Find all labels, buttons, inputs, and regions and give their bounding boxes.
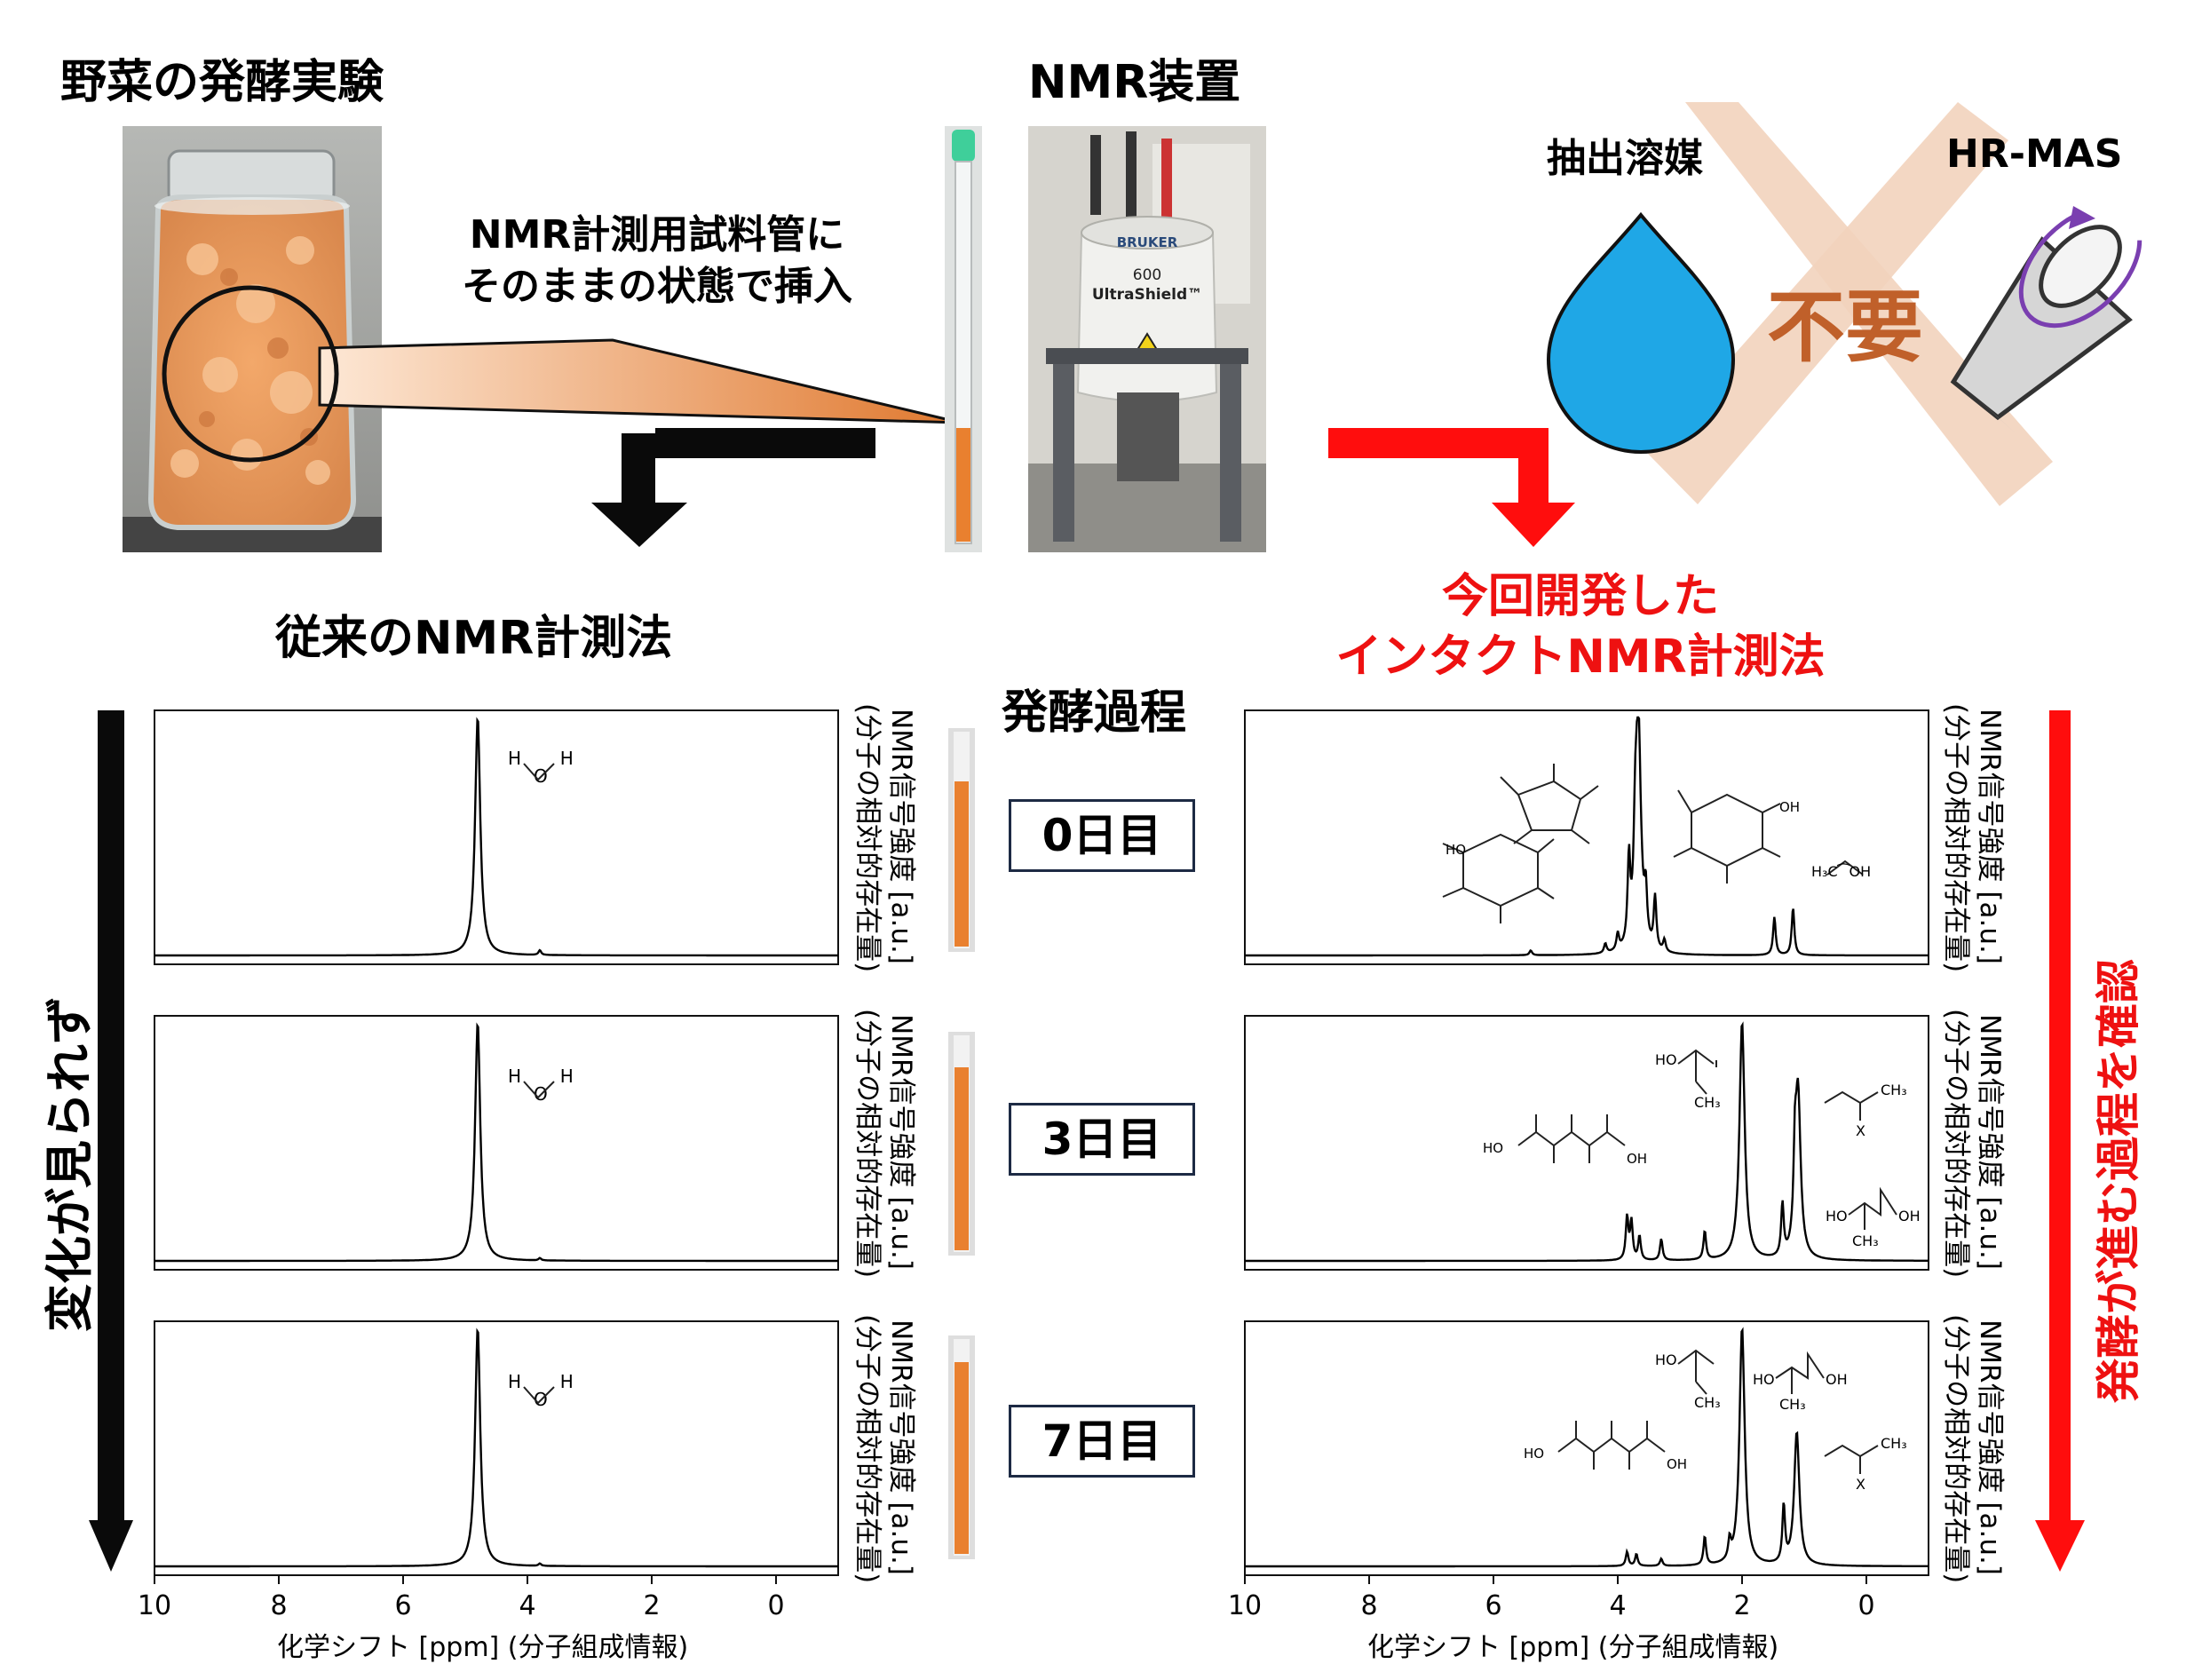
x-tick-label: 6	[394, 1590, 411, 1621]
sample-tube-day3	[948, 1032, 975, 1256]
spectrum-frame	[154, 1015, 839, 1271]
sugar-oh-label: OH	[1779, 799, 1801, 815]
magnet-brand: BRUKER	[1116, 234, 1178, 250]
magnet-model-line1: 600	[1132, 266, 1162, 284]
x-tick-label: 4	[519, 1590, 535, 1621]
x-tick-label: 0	[1857, 1590, 1874, 1621]
new-method-title: 今回開発した インタクトNMR計測法	[1296, 567, 1865, 687]
x-tick-label: 8	[1360, 1590, 1377, 1621]
spectrum-line	[1245, 1327, 1929, 1568]
day-0-label: 0日目	[1009, 799, 1195, 872]
solvent-drop-icon	[1546, 211, 1736, 454]
ester-ch3-day3: CH₃	[1881, 1082, 1907, 1098]
magnet-model-line2: UltraShield™	[1091, 286, 1203, 304]
water-molecule-day7: HOH	[508, 1371, 574, 1410]
lactic-ho-day3: HO	[1826, 1208, 1848, 1224]
spectrum-frame	[154, 709, 839, 965]
polyol-oh-day7: OH	[1667, 1456, 1688, 1472]
sample-tube-day7	[948, 1335, 975, 1559]
acetic-ch3-day7: CH₃	[1694, 1394, 1721, 1411]
ester-ch3-day7: CH₃	[1881, 1435, 1907, 1452]
sample-tube-day0	[948, 728, 975, 952]
spectrum-frame	[154, 1320, 839, 1576]
xlabel-intact: 化学シフト [ppm] (分子組成情報)	[1367, 1632, 1779, 1663]
spectrum-frame	[1244, 709, 1929, 965]
nmr-sample-tube	[945, 126, 982, 552]
xlabel-conventional: 化学シフト [ppm] (分子組成情報)	[277, 1632, 689, 1663]
spectrum-line	[1245, 716, 1929, 957]
lactic-oh-day3: OH	[1898, 1208, 1921, 1224]
unneeded-label: 不要	[1767, 281, 1924, 373]
lactic-ch3-day3: CH₃	[1852, 1232, 1879, 1249]
nmr-magnet-photo	[1028, 126, 1266, 552]
lactic-oh-day7: OH	[1826, 1371, 1848, 1388]
spectrum-line	[1245, 1021, 1929, 1263]
x-tick-label: 8	[270, 1590, 287, 1621]
x-tick-label: 2	[643, 1590, 660, 1621]
x-tick-label: 10	[1228, 1590, 1262, 1621]
tube-callout-text: NMR計測用試料管に そのままの状態で挿入	[426, 210, 888, 313]
spectrum-frame	[1244, 1320, 1929, 1576]
day-7-label: 7日目	[1009, 1405, 1195, 1478]
polyol-oh-day3: OH	[1627, 1151, 1648, 1167]
lactic-ho-day7: HO	[1753, 1371, 1775, 1388]
polyol-ho-day7: HO	[1524, 1446, 1545, 1462]
new-method-line1: 今回開発した	[1441, 570, 1719, 623]
tube-callout-line2: そのままの状態で挿入	[462, 264, 852, 309]
experiment-title: 野菜の発酵実験	[60, 56, 384, 109]
hr-mas-label: HR-MAS	[1946, 131, 2123, 177]
spectrum-frame	[1244, 1015, 1929, 1271]
polyol-ho-day3: HO	[1483, 1140, 1504, 1156]
spectrum-line	[154, 1022, 838, 1263]
x-tick-label: 0	[767, 1590, 784, 1621]
nmr-device-title: NMR装置	[1028, 56, 1241, 109]
spectrum-panel-intact-5: 10 8 6 4 2 0	[1228, 1320, 1929, 1621]
acetic-ho-day7: HO	[1655, 1351, 1677, 1368]
x-tick-label: 2	[1733, 1590, 1750, 1621]
hr-mas-rotor-icon	[1950, 204, 2143, 433]
x-tick-label: 6	[1485, 1590, 1501, 1621]
solvent-label: 抽出溶媒	[1547, 136, 1703, 181]
spectrum-line	[154, 717, 838, 957]
ester-x-day3: X	[1856, 1122, 1865, 1139]
spectrum-panel-conventional-0	[154, 709, 839, 965]
new-method-line2: インタクトNMR計測法	[1335, 630, 1826, 684]
spectrum-panel-intact-4	[1244, 1015, 1929, 1271]
day-3-label: 3日目	[1009, 1103, 1195, 1176]
ethanol-label: H₃C⁀OH	[1811, 863, 1872, 880]
x-tick-label: 10	[138, 1590, 171, 1621]
tube-callout-line1: NMR計測用試料管に	[469, 212, 845, 258]
water-molecule-day0: HOH	[508, 748, 574, 787]
lactic-ch3-day7: CH₃	[1779, 1396, 1806, 1413]
spectrum-panel-intact-3	[1244, 709, 1929, 965]
sugar-ho-label: HO	[1446, 842, 1467, 858]
spectrum-panel-conventional-1	[154, 1015, 839, 1271]
process-title: 発酵過程	[1002, 686, 1187, 740]
acetic-ch3-day3: CH₃	[1694, 1094, 1721, 1111]
spectrum-line	[154, 1327, 838, 1568]
conventional-method-title: 従来のNMR計測法	[275, 612, 673, 665]
ester-x-day7: X	[1856, 1476, 1865, 1493]
acetic-ho-day3: HO	[1655, 1051, 1677, 1068]
spectrum-panel-conventional-2: 10 8 6 4 2 0	[138, 1320, 839, 1621]
x-tick-label: 4	[1609, 1590, 1626, 1621]
